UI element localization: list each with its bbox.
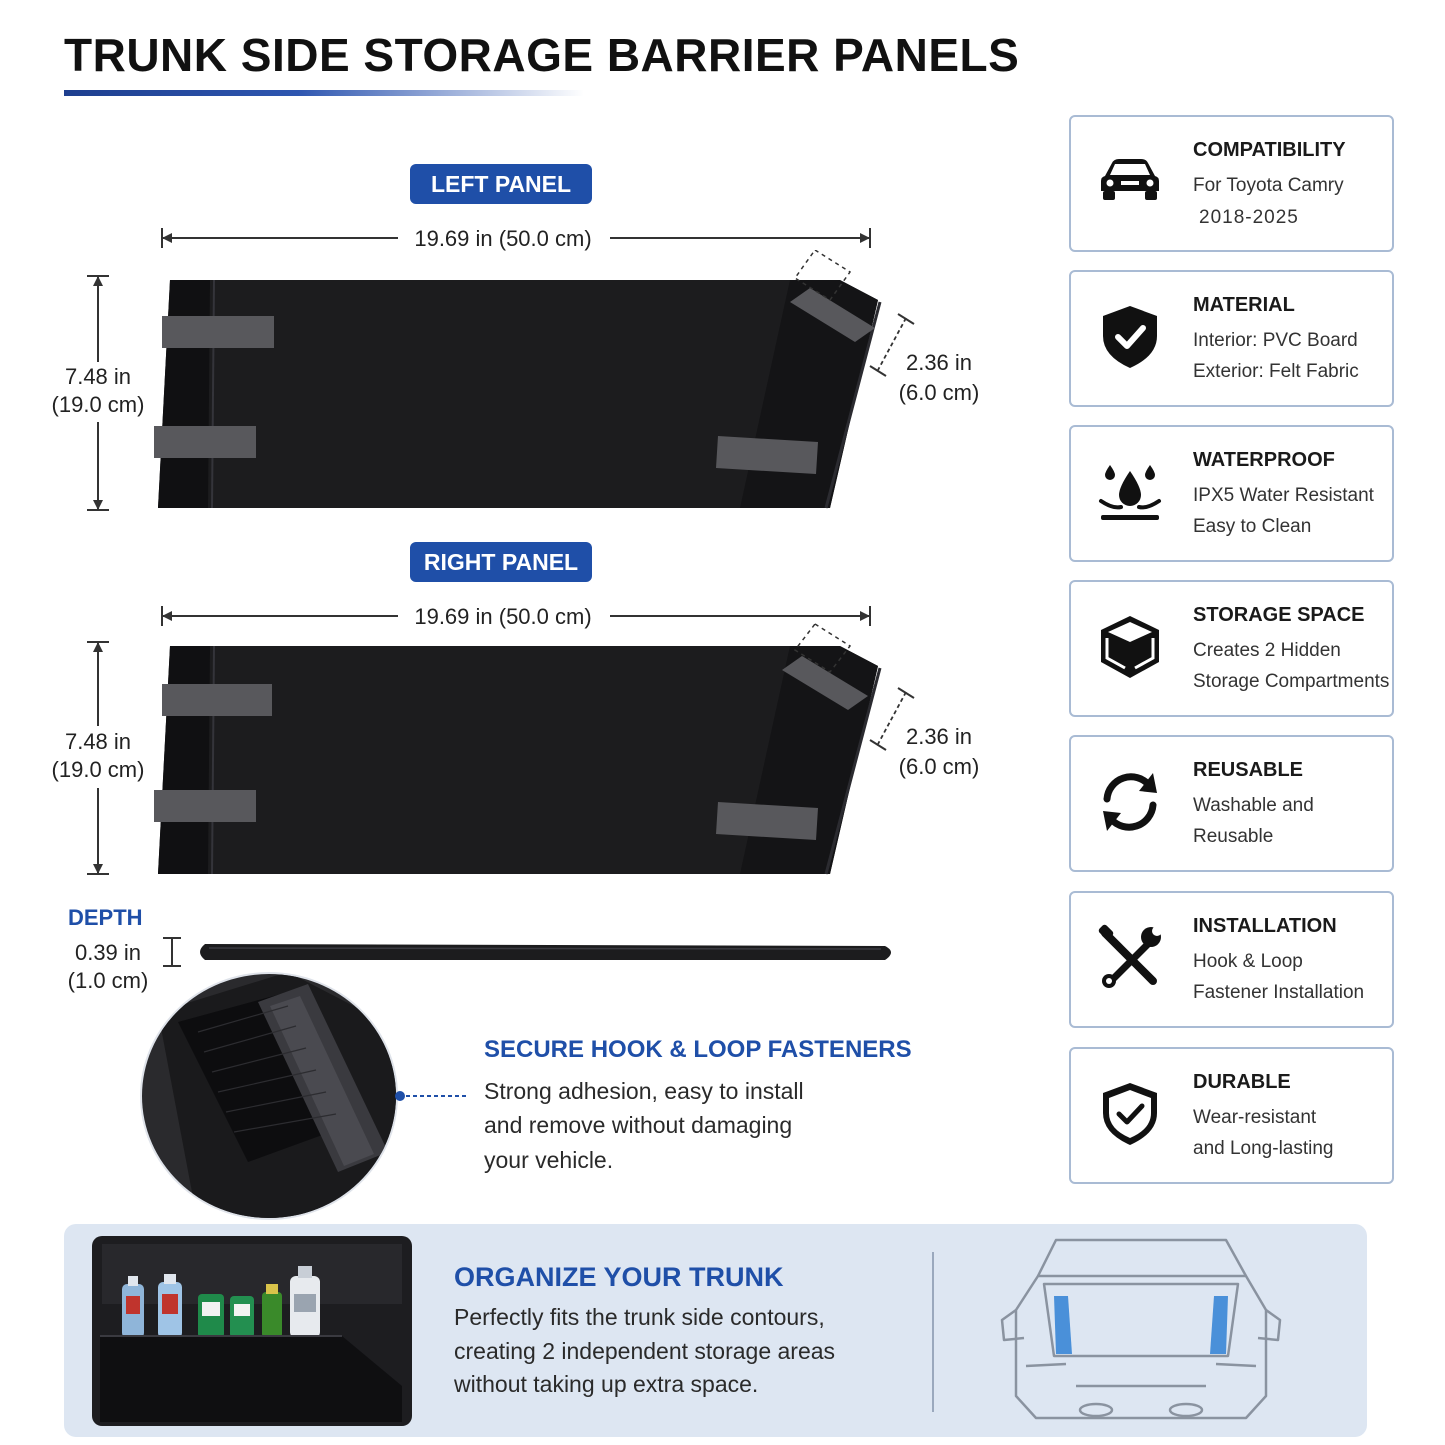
depth-label: DEPTH	[68, 905, 143, 930]
car-icon	[1101, 159, 1159, 200]
feature-line: and Long-lasting	[1193, 1138, 1334, 1159]
right-panel-edge-in: 2.36 in	[905, 724, 973, 749]
depth-value-in: 0.39 in	[74, 940, 142, 965]
fastener-callout-line	[395, 1091, 468, 1101]
feature-title: WATERPROOF	[1193, 449, 1335, 471]
organize-text-line: Perfectly fits the trunk side contours,	[454, 1304, 825, 1330]
depth-dimension-line	[163, 937, 181, 967]
feature-title: INSTALLATION	[1193, 915, 1337, 937]
feature-title: REUSABLE	[1193, 759, 1304, 781]
feature-line: Exterior: Felt Fabric	[1193, 361, 1359, 382]
trunk-storage-photo	[92, 1236, 412, 1426]
feature-line: Easy to Clean	[1193, 516, 1312, 537]
fastener-text-line: Strong adhesion, easy to install	[484, 1078, 804, 1104]
feature-card-material: MATERIAL Interior: PVC Board Exterior: F…	[1069, 270, 1394, 407]
feature-title: COMPATIBILITY	[1193, 139, 1346, 161]
left-panel-width-dimension-line	[161, 228, 871, 248]
panel-side-profile-image	[200, 944, 891, 960]
title-underline	[64, 90, 584, 96]
feature-card-waterproof: WATERPROOF IPX5 Water Resistant Easy to …	[1069, 425, 1394, 562]
right-panel-edge-dimension-line	[869, 687, 915, 751]
tools-icon	[1098, 924, 1162, 988]
feature-card-compatibility: COMPATIBILITY For Toyota Camry 2018-2025	[1069, 115, 1394, 252]
feature-line: Reusable	[1193, 826, 1274, 847]
feature-line: Creates 2 Hidden	[1193, 640, 1341, 661]
organize-text-line: creating 2 independent storage areas	[454, 1338, 836, 1364]
fastener-heading: SECURE HOOK & LOOP FASTENERS	[484, 1036, 912, 1063]
right-panel-image	[154, 623, 882, 875]
left-panel-edge-cm: (6.0 cm)	[898, 380, 980, 405]
fastener-text-line: your vehicle.	[484, 1147, 614, 1173]
right-panel-badge: RIGHT PANEL	[410, 542, 592, 582]
feature-line: Washable and	[1193, 795, 1314, 816]
left-panel-height-dimension-line	[87, 275, 109, 511]
left-panel-height-cm: (19.0 cm)	[51, 392, 145, 417]
left-panel-edge-in: 2.36 in	[905, 350, 973, 375]
shield-check-icon	[1103, 306, 1157, 368]
left-panel-edge-dimension-line	[869, 313, 915, 377]
feature-line: Interior: PVC Board	[1193, 330, 1358, 351]
feature-card-storage-space: STORAGE SPACE Creates 2 Hidden Storage C…	[1069, 580, 1394, 717]
feature-line: 2018-2025	[1199, 207, 1299, 228]
feature-line: IPX5 Water Resistant	[1193, 485, 1374, 506]
feature-title: STORAGE SPACE	[1193, 604, 1365, 626]
feature-title: DURABLE	[1193, 1071, 1291, 1093]
feature-card-reusable: REUSABLE Washable and Reusable	[1069, 735, 1394, 872]
left-panel-badge: LEFT PANEL	[410, 164, 592, 204]
right-panel-width-dimension-line	[161, 606, 871, 626]
feature-line: Fastener Installation	[1193, 982, 1365, 1003]
depth-value-cm: (1.0 cm)	[67, 968, 149, 993]
feature-card-installation: INSTALLATION Hook & Loop Fastener Instal…	[1069, 891, 1394, 1028]
fastener-text-line: and remove without damaging	[484, 1112, 793, 1138]
right-panel-height-dimension-line	[87, 641, 109, 875]
right-panel-edge-cm: (6.0 cm)	[898, 754, 980, 779]
feature-line: Storage Compartments	[1193, 671, 1390, 692]
feature-line: Hook & Loop	[1193, 951, 1303, 972]
organize-divider	[932, 1252, 934, 1412]
feature-line: For Toyota Camry	[1193, 175, 1344, 196]
feature-line: Wear-resistant	[1193, 1107, 1317, 1128]
right-panel-width-label: 19.69 in (50.0 cm)	[414, 604, 592, 629]
feature-title: MATERIAL	[1193, 294, 1295, 316]
left-panel-image	[154, 250, 882, 509]
left-panel-width-label: 19.69 in (50.0 cm)	[414, 226, 592, 251]
fastener-closeup-image	[140, 972, 398, 1220]
shield-check-outline-icon	[1103, 1083, 1157, 1145]
right-panel-height-cm: (19.0 cm)	[51, 757, 145, 782]
organize-heading: ORGANIZE YOUR TRUNK	[454, 1262, 784, 1292]
organize-text-line: without taking up extra space.	[454, 1371, 759, 1397]
left-panel-height-in: 7.48 in	[64, 364, 132, 389]
car-trunk-illustration	[1000, 1238, 1282, 1420]
refresh-icon	[1103, 773, 1157, 831]
box-icon	[1101, 616, 1159, 678]
right-panel-height-in: 7.48 in	[64, 729, 132, 754]
water-drops-icon	[1099, 465, 1161, 520]
page-title: TRUNK SIDE STORAGE BARRIER PANELS	[64, 29, 1020, 81]
feature-card-durable: DURABLE Wear-resistant and Long-lasting	[1069, 1047, 1394, 1184]
